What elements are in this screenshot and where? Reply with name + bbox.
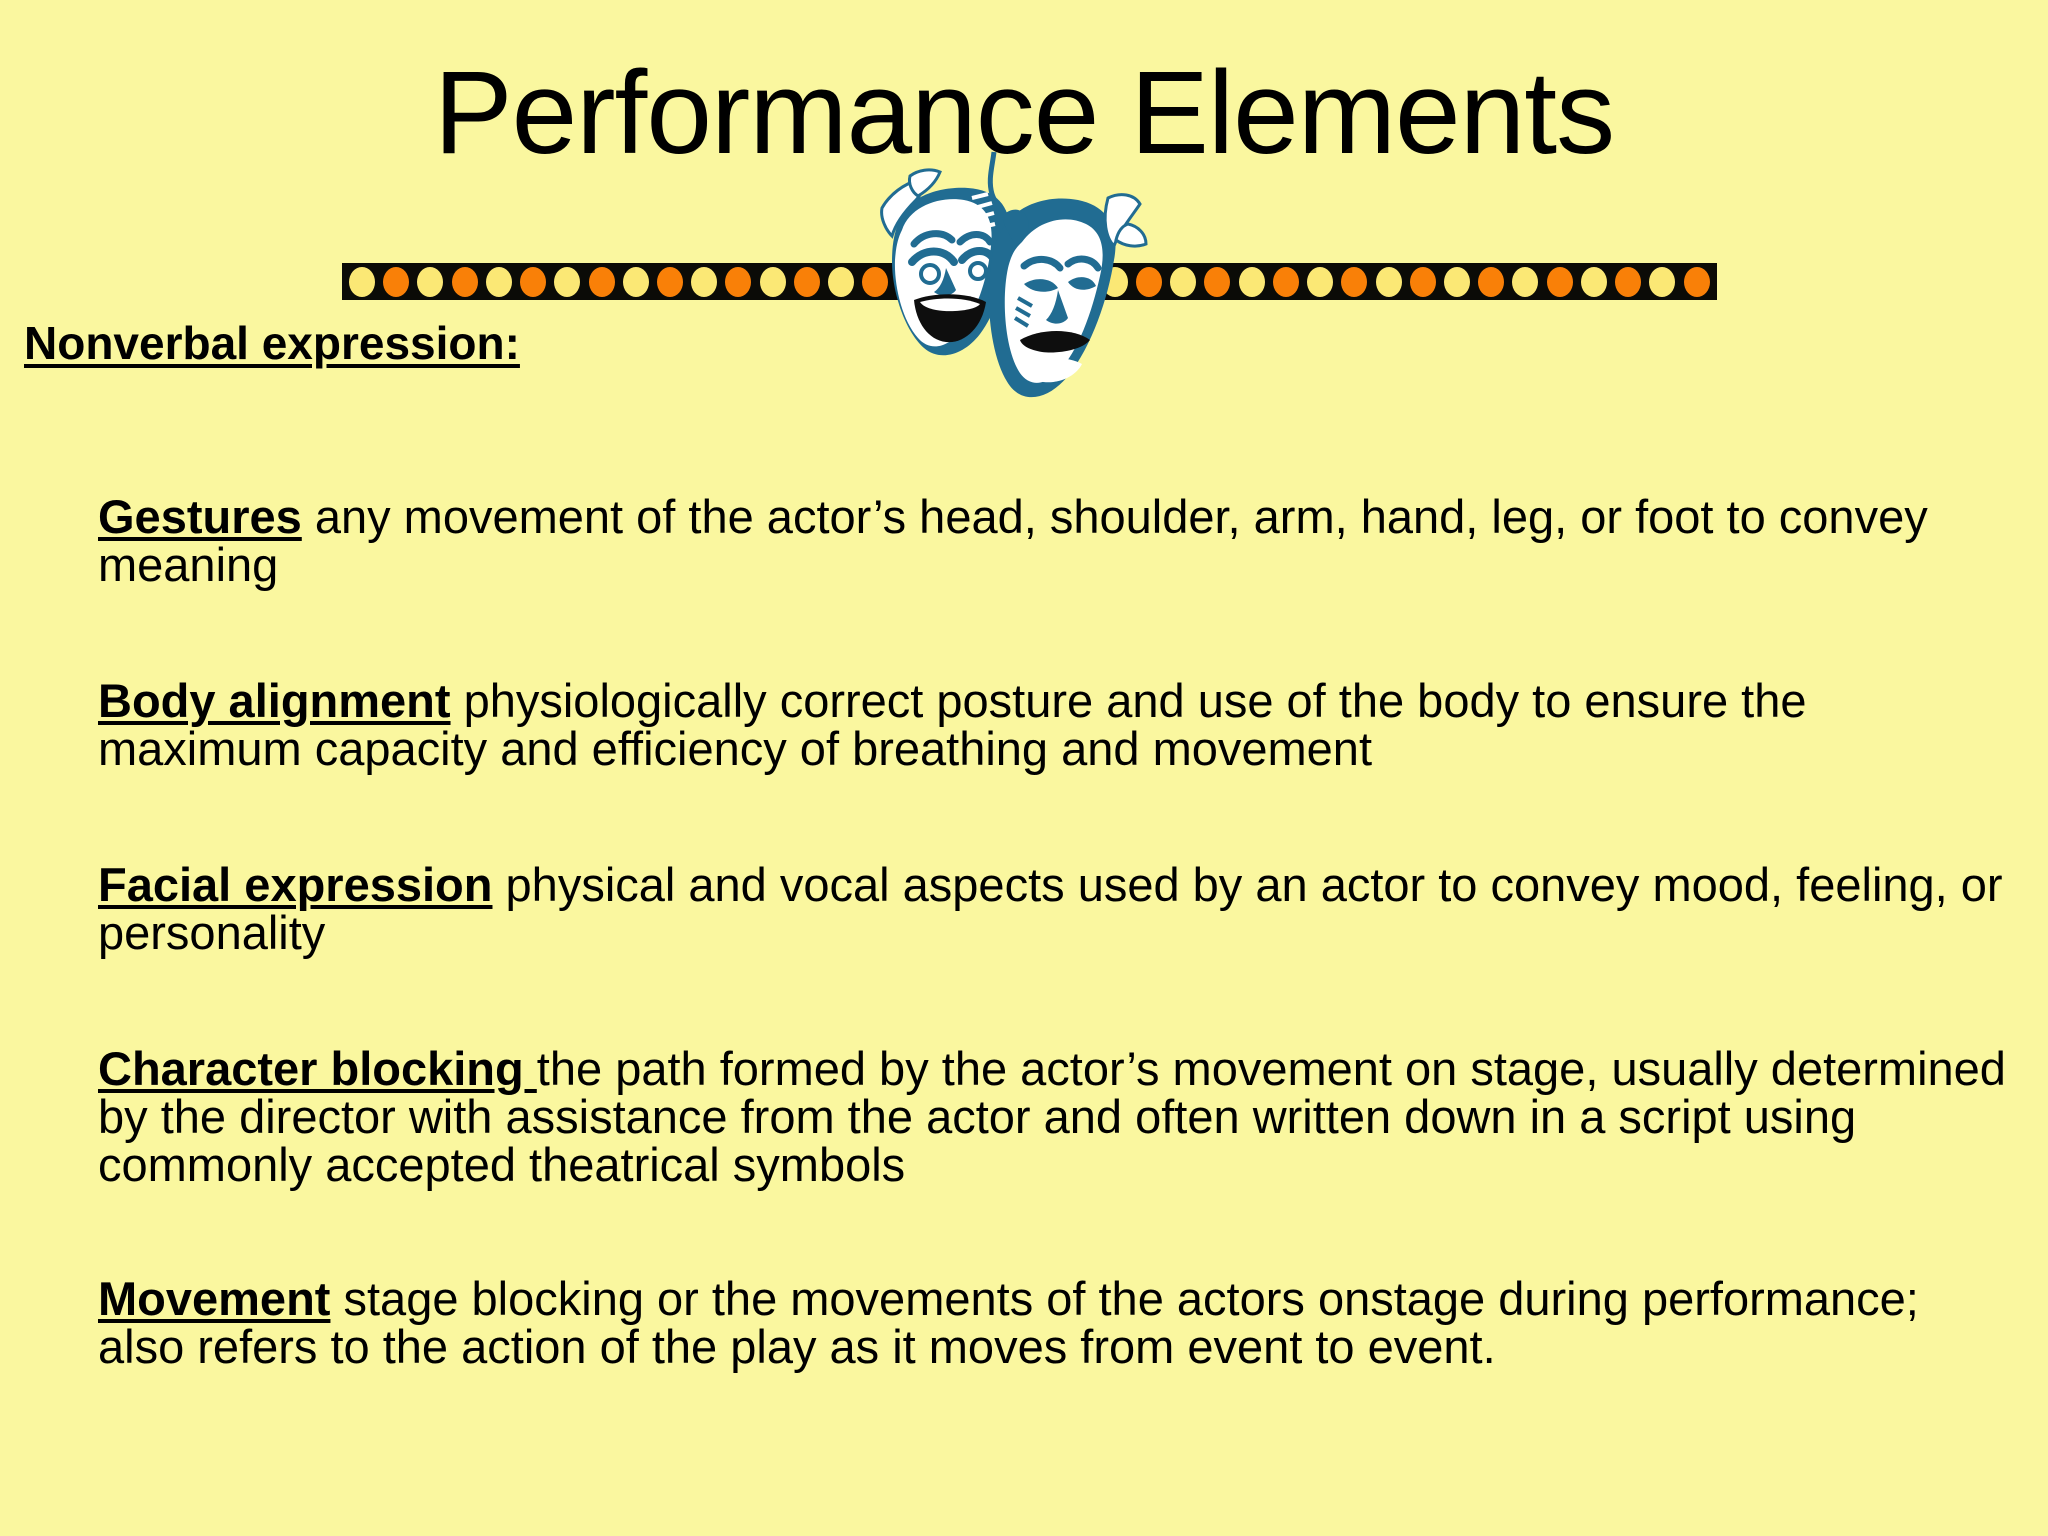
decorative-dot <box>1067 266 1094 297</box>
definition-text: the path formed by the actor’s movement … <box>98 1042 2006 1191</box>
definition-term: Movement <box>98 1272 331 1325</box>
definition-text: physical and vocal aspects used by an ac… <box>98 858 2003 959</box>
definition-text: stage blocking or the movements of the a… <box>98 1272 1919 1373</box>
decorative-dot <box>862 266 889 297</box>
decorative-dot <box>1170 266 1197 297</box>
decorative-dot <box>1512 266 1539 297</box>
definition-item: Body alignment physiologically correct p… <box>98 677 2018 773</box>
decorative-dot <box>964 266 991 297</box>
decorative-dot <box>554 266 581 297</box>
decorative-dot <box>588 266 615 297</box>
decorative-dot <box>1136 266 1163 297</box>
decorative-dot <box>725 266 752 297</box>
decorative-dot <box>451 266 478 297</box>
definition-term: Character blocking <box>98 1042 537 1095</box>
decorative-dot <box>1033 266 1060 297</box>
definition-item: Facial expression physical and vocal asp… <box>98 861 2018 957</box>
decorative-dot <box>930 266 957 297</box>
definition-term: Facial expression <box>98 858 493 911</box>
decorative-dot <box>759 266 786 297</box>
decorative-dot <box>1580 266 1607 297</box>
decorative-dot <box>1101 266 1128 297</box>
definition-text: physiologically correct posture and use … <box>98 674 1807 775</box>
page-title: Performance Elements <box>433 47 1615 179</box>
decorative-dot <box>793 266 820 297</box>
definition-term: Gestures <box>98 490 302 543</box>
decorative-dot <box>896 266 923 297</box>
decorative-dot <box>1307 266 1334 297</box>
decorative-dot <box>1409 266 1436 297</box>
section-heading: Nonverbal expression: <box>24 317 520 369</box>
decorative-dot <box>1683 266 1710 297</box>
decorative-dot <box>1615 266 1642 297</box>
definition-term: Body alignment <box>98 674 451 727</box>
decorative-dot <box>417 266 444 297</box>
definition-text: any movement of the actor’s head, should… <box>98 490 1928 591</box>
definition-item: Gestures any movement of the actor’s hea… <box>98 493 2018 589</box>
definition-item: Character blocking the path formed by th… <box>98 1045 2018 1189</box>
decorative-dot <box>1478 266 1505 297</box>
decorative-dot <box>1341 266 1368 297</box>
decorative-dot <box>1444 266 1470 297</box>
decorative-dot <box>1238 266 1265 297</box>
decorative-dot <box>828 266 855 297</box>
decorative-dot <box>1649 266 1676 297</box>
decorative-dot <box>1546 266 1573 297</box>
definition-item: Movement stage blocking or the movements… <box>98 1275 2018 1371</box>
decorative-dot <box>622 266 649 297</box>
decorative-dot-band <box>342 263 1717 300</box>
decorative-dot <box>1204 266 1231 297</box>
decorative-dot <box>1375 266 1402 297</box>
decorative-dot <box>520 266 547 297</box>
decorative-dot <box>383 266 410 297</box>
decorative-dot <box>656 266 683 297</box>
decorative-dot <box>999 266 1026 297</box>
decorative-dot <box>485 266 512 297</box>
decorative-dot <box>691 266 718 297</box>
decorative-dot <box>1272 266 1299 297</box>
decorative-dot <box>349 266 375 297</box>
